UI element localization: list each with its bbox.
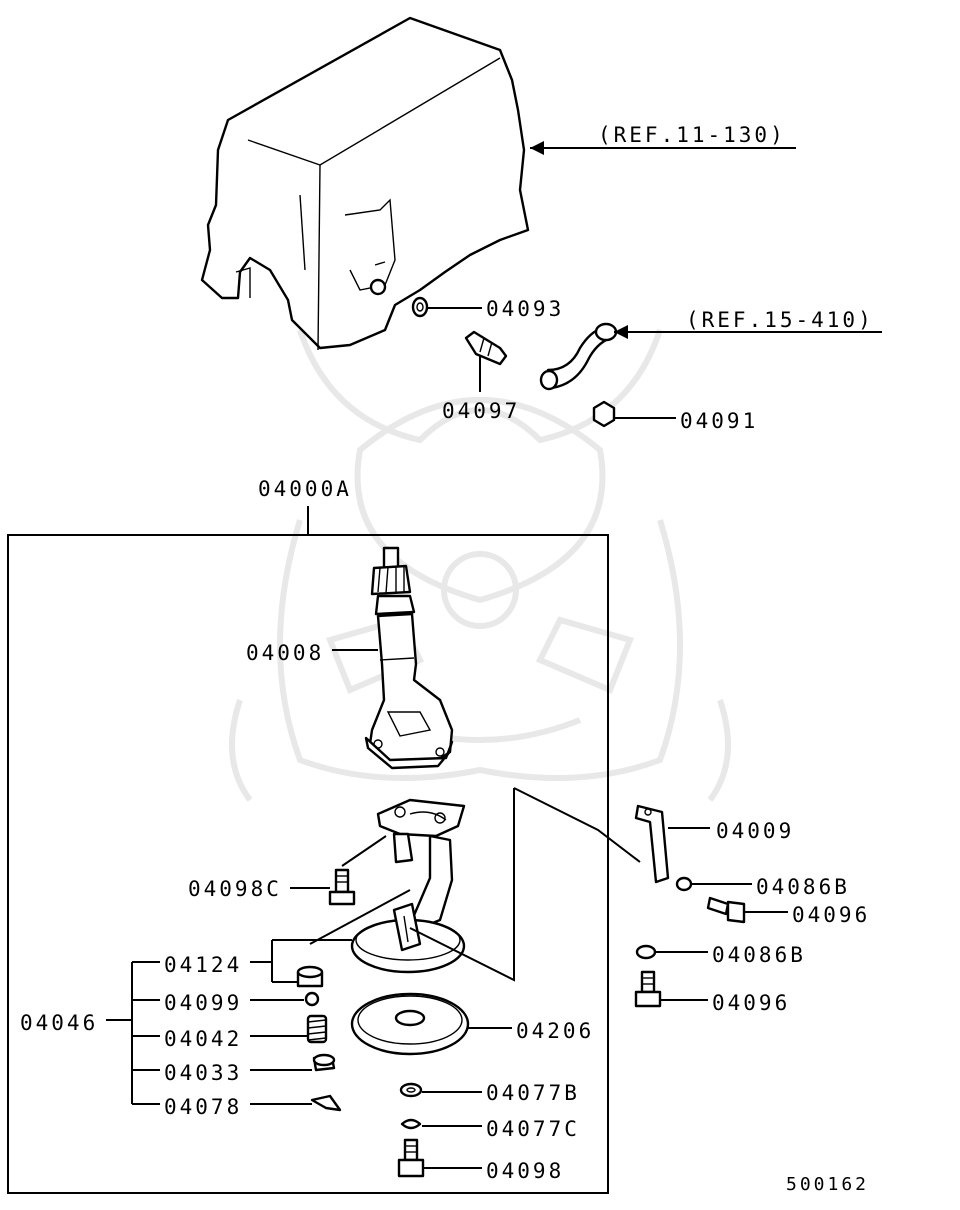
ref-11-130-label: (REF.11-130) (598, 123, 786, 147)
ball-04099: 04099 (164, 991, 320, 1015)
label-04091: 04091 (680, 409, 758, 433)
bolt-04098: 04098 (397, 1138, 564, 1183)
washer-04086B-lower: 04086B (635, 943, 806, 967)
label-04009: 04009 (716, 819, 794, 843)
bolt-04098C: 04098C (188, 835, 387, 906)
label-04046: 04046 (20, 1011, 98, 1035)
label-04097: 04097 (442, 399, 520, 423)
washer-04086B-upper: 04086B (675, 875, 850, 899)
label-04078: 04078 (164, 1095, 242, 1119)
fitting-04097: 04097 (442, 330, 520, 423)
gasket-04206: 04206 (350, 992, 594, 1056)
label-04042: 04042 (164, 1027, 242, 1051)
strainer-assembly (350, 798, 466, 974)
label-04077C: 04077C (486, 1117, 580, 1141)
label-04096-upper: 04096 (792, 903, 870, 927)
washer-04093: 04093 (411, 296, 564, 321)
pin-04078: 04078 (164, 1094, 342, 1119)
plug-04124: 04124 (164, 889, 411, 988)
label-04099: 04099 (164, 991, 242, 1015)
nut-04091: 04091 (592, 400, 758, 433)
bolt-04096-upper: 04096 (706, 896, 870, 927)
label-04086B-upper: 04086B (756, 875, 850, 899)
label-04206: 04206 (516, 1019, 594, 1043)
ref-11-130-callout: (REF.11-130) (530, 123, 796, 155)
label-04098C: 04098C (188, 877, 282, 901)
label-04008: 04008 (246, 641, 324, 665)
engine-block (200, 16, 530, 351)
watermark-emblem (229, 329, 731, 802)
oil-pipe: (REF.15-410) (539, 308, 882, 391)
label-04000A: 04000A (258, 477, 352, 501)
washer-04077B: 04077B (399, 1081, 580, 1105)
spring-04042: 04042 (164, 1014, 328, 1051)
label-04086B-lower: 04086B (712, 943, 806, 967)
label-04077B: 04077B (486, 1081, 580, 1105)
plug-04033: 04033 (164, 1053, 336, 1085)
leader-zigzag (409, 788, 515, 982)
oil-pump-assembly-box: 04000A (7, 477, 609, 1194)
pump-body-04008: 04008 (246, 546, 454, 770)
label-04124: 04124 (164, 953, 242, 977)
label-04098: 04098 (486, 1159, 564, 1183)
bracket-04009: 04009 (634, 804, 794, 884)
ref-15-410-label: (REF.15-410) (686, 308, 874, 332)
relief-valve-kit-04046: 04046 (20, 961, 160, 1105)
label-04033: 04033 (164, 1061, 242, 1085)
washer-04077C: 04077C (400, 1117, 580, 1141)
leader-to-bracket (513, 787, 641, 863)
label-04096-lower: 04096 (712, 991, 790, 1015)
label-04093: 04093 (486, 297, 564, 321)
diagram-code: 500162 (786, 1174, 869, 1195)
bolt-04096-lower: 04096 (634, 970, 790, 1015)
